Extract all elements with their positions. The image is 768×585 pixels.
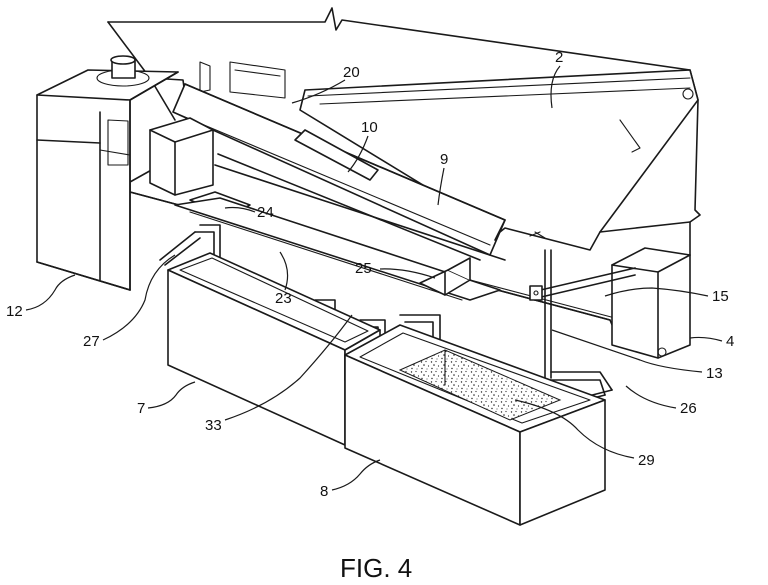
label-7: 7 xyxy=(137,400,145,417)
reference-numerals: 2 20 10 9 24 23 25 12 27 15 4 13 26 7 33… xyxy=(6,49,734,500)
label-23: 23 xyxy=(275,290,292,307)
label-13: 13 xyxy=(706,365,723,382)
label-27: 27 xyxy=(83,333,100,350)
label-2: 2 xyxy=(555,49,563,66)
label-8: 8 xyxy=(320,483,328,500)
machine-housing xyxy=(107,7,701,256)
label-20: 20 xyxy=(343,64,360,81)
label-12: 12 xyxy=(6,303,23,320)
drive-unit xyxy=(611,247,691,359)
label-4: 4 xyxy=(726,333,734,350)
label-25: 25 xyxy=(355,260,372,277)
label-15: 15 xyxy=(712,288,729,305)
figure-caption: FIG. 4 xyxy=(340,553,412,583)
label-29: 29 xyxy=(638,452,655,469)
workpiece-table xyxy=(174,197,501,301)
label-10: 10 xyxy=(361,119,378,136)
label-33: 33 xyxy=(205,417,222,434)
label-24: 24 xyxy=(257,204,274,221)
hood xyxy=(172,83,506,256)
label-9: 9 xyxy=(440,151,448,168)
arm-15 xyxy=(529,267,636,301)
cabinet xyxy=(36,55,179,291)
feeder-unit xyxy=(149,117,214,196)
label-26: 26 xyxy=(680,400,697,417)
bracket-25 xyxy=(419,257,471,296)
display-panel xyxy=(294,129,379,181)
tank-8 xyxy=(344,324,606,526)
